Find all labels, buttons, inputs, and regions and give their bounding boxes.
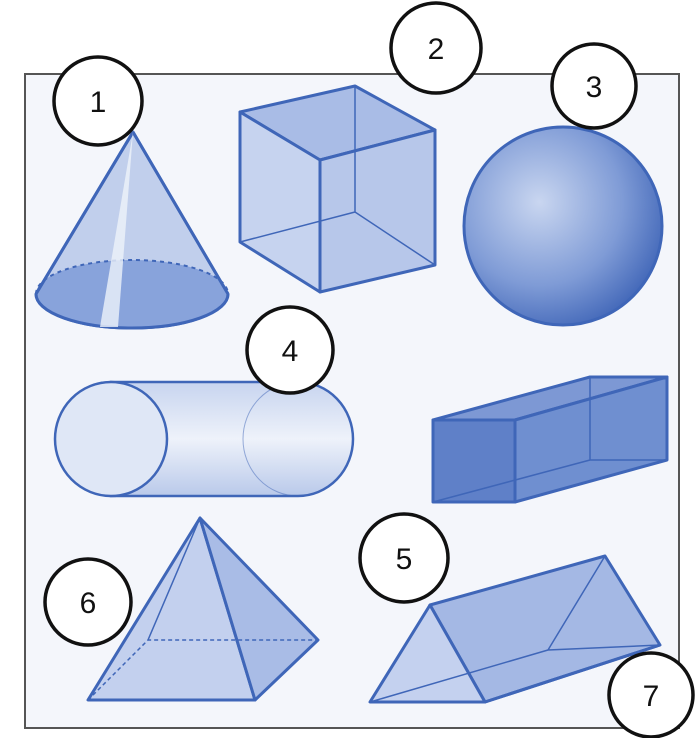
label-5: 5 [358,512,450,604]
cone-shape [34,130,230,330]
label-7-text: 7 [643,680,660,713]
label-3: 3 [550,42,638,130]
label-1: 1 [52,55,144,147]
label-6-text: 6 [80,587,97,620]
rectangular-prism-shape [431,375,669,504]
cube-shape [238,84,437,294]
label-4-text: 4 [282,335,299,368]
label-2: 2 [389,1,483,95]
label-2-text: 2 [428,33,445,66]
label-4: 4 [245,305,335,395]
label-3-text: 3 [586,71,603,104]
label-5-text: 5 [396,543,413,576]
square-pyramid-shape [86,516,320,702]
triangular-prism-shape [368,554,662,704]
label-1-text: 1 [90,86,107,119]
label-7: 7 [607,651,695,738]
label-6: 6 [43,557,133,647]
sphere-shape [462,125,664,327]
cylinder-shape [53,380,355,498]
